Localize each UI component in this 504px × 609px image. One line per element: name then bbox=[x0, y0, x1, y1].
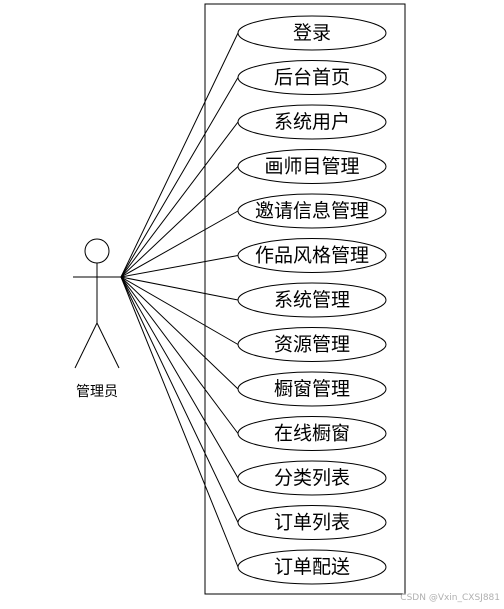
use-case: 系统管理 bbox=[237, 282, 387, 318]
association-line bbox=[120, 276, 239, 301]
use-case-ellipse bbox=[237, 149, 387, 184]
association-line bbox=[120, 210, 239, 278]
use-case-ellipse bbox=[237, 282, 387, 318]
use-case: 邀请信息管理 bbox=[237, 193, 387, 229]
association-line bbox=[120, 121, 239, 278]
use-case: 订单配送 bbox=[237, 549, 387, 585]
use-case-ellipse bbox=[237, 505, 387, 540]
use-case-ellipse bbox=[237, 460, 387, 496]
use-case-ellipse bbox=[237, 15, 387, 51]
use-case: 后台首页 bbox=[237, 60, 387, 95]
use-case-label: 画师目管理 bbox=[264, 156, 359, 178]
use-case-ellipse bbox=[237, 416, 387, 451]
use-case-label: 系统用户 bbox=[274, 111, 350, 133]
association-line bbox=[120, 276, 239, 345]
use-case-label: 登录 bbox=[293, 22, 331, 44]
association-line bbox=[120, 255, 239, 278]
use-case-label: 橱窗管理 bbox=[274, 378, 350, 400]
use-case-ellipse bbox=[237, 327, 387, 362]
use-case-label: 资源管理 bbox=[274, 334, 350, 356]
use-case-ellipse bbox=[237, 238, 387, 273]
actor-label: 管理员 bbox=[76, 384, 118, 400]
use-case: 橱窗管理 bbox=[237, 371, 387, 407]
use-case: 系统用户 bbox=[237, 104, 387, 140]
use-case: 资源管理 bbox=[237, 327, 387, 362]
association-line bbox=[120, 276, 239, 568]
actor-right-leg bbox=[96, 322, 120, 369]
system-boundary bbox=[204, 3, 406, 595]
use-case-label: 订单配送 bbox=[274, 556, 350, 578]
actor-left-leg bbox=[74, 322, 98, 369]
use-case-label: 系统管理 bbox=[274, 289, 350, 311]
actor-figure bbox=[73, 238, 121, 369]
use-case-label: 后台首页 bbox=[274, 67, 350, 89]
use-case: 登录 bbox=[237, 15, 387, 51]
use-case-label: 分类列表 bbox=[274, 467, 350, 489]
actor-head bbox=[84, 238, 110, 264]
use-cases: 登录后台首页系统用户画师目管理邀请信息管理作品风格管理系统管理资源管理橱窗管理在… bbox=[237, 15, 387, 585]
use-case: 在线橱窗 bbox=[237, 416, 387, 451]
use-case-ellipse bbox=[237, 104, 387, 140]
use-case-label: 订单列表 bbox=[274, 512, 350, 534]
use-case-ellipse bbox=[237, 193, 387, 229]
use-case-label: 邀请信息管理 bbox=[255, 200, 369, 222]
use-case-ellipse bbox=[237, 60, 387, 95]
use-case: 订单列表 bbox=[237, 505, 387, 540]
association-line bbox=[120, 77, 239, 278]
association-line bbox=[120, 166, 239, 278]
association-line bbox=[120, 276, 239, 390]
use-case: 分类列表 bbox=[237, 460, 387, 496]
use-case-ellipse bbox=[237, 549, 387, 585]
watermark: CSDN @Vxin_CXSJ881 bbox=[400, 593, 500, 603]
association-line bbox=[120, 276, 239, 434]
use-case-label: 作品风格管理 bbox=[255, 245, 369, 267]
association-line bbox=[120, 276, 239, 479]
use-case: 作品风格管理 bbox=[237, 238, 387, 273]
use-case-ellipse bbox=[237, 371, 387, 407]
use-case-label: 在线橱窗 bbox=[274, 423, 350, 445]
association-line bbox=[120, 32, 239, 278]
association-lines bbox=[120, 32, 239, 568]
use-case: 画师目管理 bbox=[237, 149, 387, 184]
association-line bbox=[120, 276, 239, 523]
